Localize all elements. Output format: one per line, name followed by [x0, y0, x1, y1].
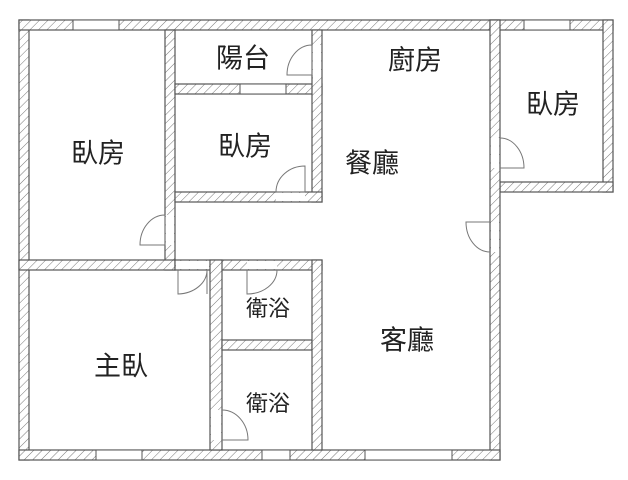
- door-bathroom-2[interactable]: [221, 409, 249, 441]
- wall-left-bedroom-bottom: [18, 259, 176, 271]
- doors: [139, 44, 525, 441]
- door-bedroom-right[interactable]: [499, 137, 525, 169]
- label-bedroom-left: 臥房: [71, 139, 125, 170]
- door-bathroom-1[interactable]: [246, 269, 278, 295]
- wall-master-right: [209, 259, 223, 451]
- wall-bath-right: [311, 259, 323, 451]
- label-living-room: 客廳: [380, 326, 434, 357]
- label-balcony: 陽台: [216, 44, 270, 75]
- room-labels: 臥房 陽台 臥房 廚房 餐廳 臥房 衛浴 衛浴 主臥 客廳: [71, 44, 580, 418]
- label-master-bedroom: 主臥: [94, 352, 148, 383]
- window-bottom-living: [364, 449, 453, 461]
- door-living-room[interactable]: [465, 221, 491, 253]
- label-bathroom-2: 衛浴: [246, 392, 290, 417]
- label-bedroom-right: 臥房: [526, 90, 580, 121]
- windows: [72, 19, 571, 461]
- window-right-bedroom: [523, 19, 571, 31]
- label-bedroom-middle: 臥房: [218, 132, 272, 163]
- door-master-bedroom[interactable]: [177, 269, 208, 295]
- label-dining: 餐廳: [345, 149, 399, 180]
- door-bedroom-left[interactable]: [139, 214, 166, 246]
- label-bathroom-1: 衛浴: [246, 297, 290, 322]
- walls: [18, 19, 614, 461]
- opening-balcony-bedroom: [239, 83, 287, 95]
- wall-right-bedroom-bottom: [499, 181, 614, 193]
- door-balcony[interactable]: [286, 44, 313, 76]
- wall-bath-divider: [221, 339, 313, 351]
- window-bottom-master: [95, 449, 143, 461]
- window-top-left: [72, 19, 120, 31]
- wall-left-outer: [18, 19, 30, 461]
- door-bedroom-middle[interactable]: [275, 165, 306, 193]
- wall-right-bedroom-right: [602, 19, 614, 193]
- wall-bottom-outer: [18, 449, 501, 461]
- label-kitchen: 廚房: [388, 46, 442, 77]
- wall-bedroom-middle-bottom: [174, 191, 323, 203]
- window-bottom-bath: [261, 449, 291, 461]
